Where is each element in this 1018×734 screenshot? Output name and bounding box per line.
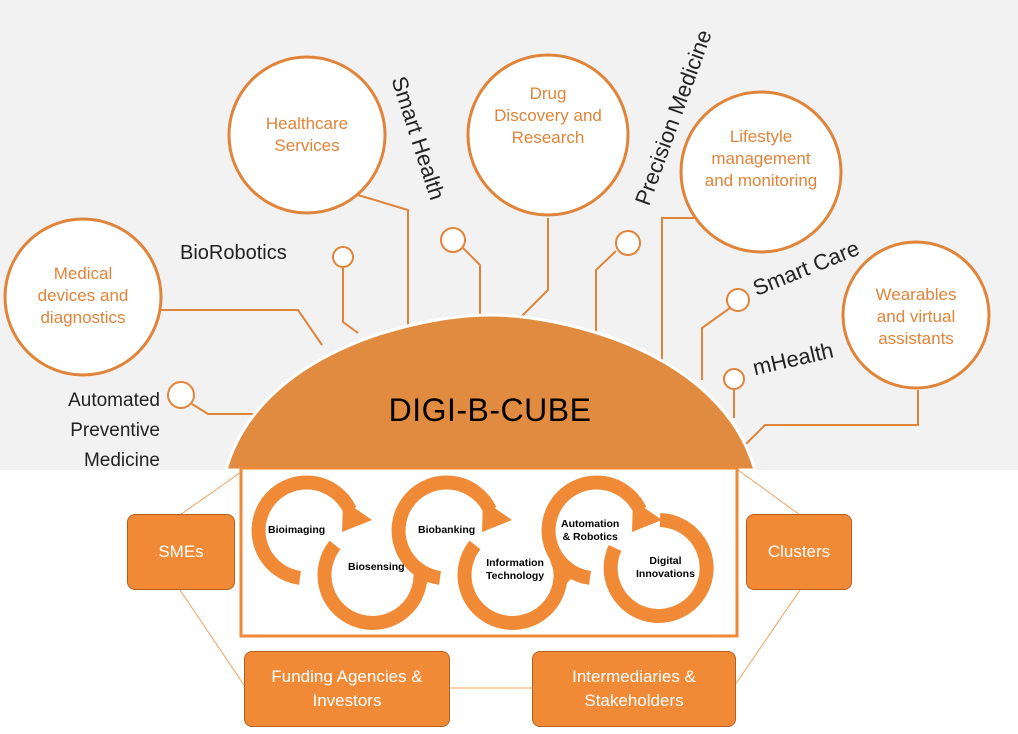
cycle-bioimaging: Bioimaging xyxy=(268,524,326,536)
automated-line-2: Preventive xyxy=(70,420,160,441)
cycle-arrowheads xyxy=(342,500,662,590)
cycle-biobanking: Biobanking xyxy=(418,524,476,536)
auto-line-2: & Robotics xyxy=(562,531,618,543)
cycle-digital-innovations: Digital Innovations xyxy=(636,555,695,581)
cycle-automation-robotics: Automation & Robotics xyxy=(561,518,619,544)
cycle-arrows xyxy=(251,475,714,630)
biorobotics-label: BioRobotics xyxy=(180,242,287,264)
auto-line-1: Automation xyxy=(561,518,620,530)
wearables-label: Wearables and virtual assistants xyxy=(875,285,957,348)
automated-preventive-medicine-label: Automated Preventive Medicine xyxy=(40,386,160,476)
medical-devices-label: Medical devices and diagnostics xyxy=(37,264,129,327)
lifestyle-label: Lifestyle management and monitoring xyxy=(704,127,818,190)
cycle-biosensing: Biosensing xyxy=(348,561,405,573)
digital-line-2: Innovations xyxy=(636,568,695,580)
automated-line-3: Medicine xyxy=(83,450,160,471)
intermediaries-box: Intermediaries & Stakeholders xyxy=(532,651,736,727)
funding-line-1: Funding Agencies & xyxy=(271,667,423,686)
digital-line-1: Digital xyxy=(649,555,682,567)
it-line-1: Information xyxy=(486,557,544,569)
drug-discovery-label: Drug Discovery and Research xyxy=(494,84,602,147)
intermediaries-line-1: Intermediaries & xyxy=(572,667,696,686)
network-lines xyxy=(179,469,801,689)
dome-title: DIGI-B-CUBE xyxy=(388,392,592,428)
funding-line-2: Investors xyxy=(312,691,382,710)
clusters-box: Clusters xyxy=(746,514,852,590)
big-circles xyxy=(3,53,991,390)
smes-label: SMEs xyxy=(158,542,204,561)
funding-box: Funding Agencies & Investors xyxy=(244,651,450,727)
clusters-label: Clusters xyxy=(767,542,831,561)
cycle-information-technology: Information Technology xyxy=(486,557,544,583)
intermediaries-line-2: Stakeholders xyxy=(584,691,684,710)
it-line-2: Technology xyxy=(486,570,545,582)
smes-box: SMEs xyxy=(127,514,235,590)
automated-line-1: Automated xyxy=(68,390,160,411)
node-circles xyxy=(167,227,750,409)
healthcare-services-label: Healthcare Services xyxy=(265,114,349,155)
